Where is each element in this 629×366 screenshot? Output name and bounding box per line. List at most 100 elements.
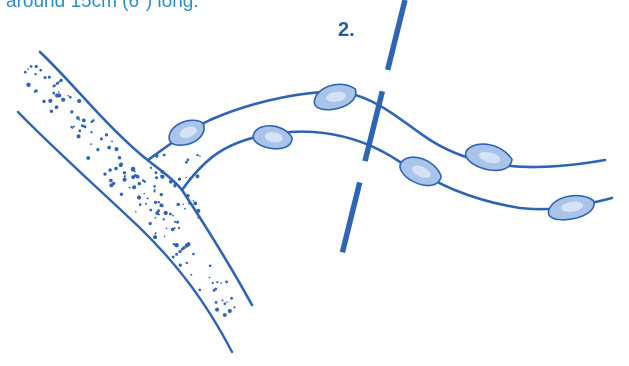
speckle-dot	[179, 264, 182, 267]
speckle-dot	[77, 99, 81, 103]
speckle-dot	[183, 204, 185, 206]
speckle-dot	[39, 69, 42, 72]
speckle-dot	[157, 209, 160, 212]
speckle-dot	[56, 83, 58, 85]
speckle-dot	[189, 178, 192, 181]
cell-5	[463, 139, 514, 175]
speckle-dot	[172, 215, 174, 217]
speckle-dot	[224, 302, 227, 305]
speckle-dot	[186, 194, 190, 198]
speckle-dot	[199, 289, 202, 292]
speckle-dot	[24, 71, 27, 74]
speckle-dot	[149, 209, 152, 212]
speckle-dot	[196, 154, 198, 156]
speckle-dot	[58, 91, 60, 93]
speckle-dot	[114, 167, 118, 171]
speckle-dot	[73, 126, 75, 128]
speckle-dot	[115, 147, 119, 151]
speckle-dot	[233, 306, 235, 308]
branch-lower-wall	[182, 132, 612, 210]
speckle-dot	[155, 232, 157, 234]
main-vessel-upper-wall	[40, 52, 252, 305]
speckle-dot	[120, 193, 123, 196]
speckle-dot	[222, 299, 224, 301]
speckle-dot	[228, 310, 230, 312]
speckle-dot	[154, 189, 156, 191]
speckle-dot	[103, 173, 106, 176]
speckle-dot	[70, 126, 72, 128]
speckle-dot	[149, 222, 152, 225]
speckle-dot	[185, 177, 187, 179]
speckle-dot	[123, 178, 127, 182]
speckle-dot	[57, 94, 61, 98]
speckle-dot	[131, 175, 135, 179]
speckle-dot	[161, 175, 165, 179]
main-vessel-lower-wall	[18, 112, 232, 352]
branch-upper-wall	[148, 92, 605, 167]
speckle-dot	[68, 95, 70, 97]
speckle-dot	[135, 211, 137, 213]
speckle-dot	[177, 203, 180, 206]
speckle-dot	[118, 156, 121, 159]
speckle-dot	[212, 282, 214, 284]
speckle-dot	[100, 137, 103, 140]
speckle-dot	[69, 96, 72, 99]
speckle-dot	[155, 176, 158, 179]
speckle-dot	[196, 174, 200, 178]
speckle-dot	[160, 204, 163, 207]
speckle-dot	[52, 86, 54, 88]
speckle-dot	[164, 236, 166, 238]
speckle-dot	[225, 281, 228, 284]
speckle-dot	[193, 202, 197, 206]
speckle-dot	[132, 185, 136, 189]
speckle-dot	[216, 281, 218, 283]
cell-6	[546, 193, 595, 222]
speckle-dot	[154, 201, 157, 204]
speckle-dot	[77, 134, 81, 138]
speckle-dot	[190, 274, 192, 276]
speckle-dot	[137, 195, 141, 199]
speckle-dot	[220, 282, 222, 284]
speckle-dot	[181, 248, 184, 251]
speckle-dot	[187, 158, 190, 161]
speckle-dot	[169, 213, 171, 215]
speckle-dot	[155, 154, 159, 158]
speckle-dot	[124, 175, 126, 177]
speckle-dot	[90, 143, 92, 145]
speckle-dot	[145, 203, 147, 205]
cell-3	[252, 123, 294, 152]
speckle-dot	[153, 190, 155, 192]
speckle-dot	[26, 83, 30, 87]
speckle-dot	[150, 167, 152, 169]
speckle-dot	[172, 256, 175, 259]
speckle-dot	[76, 116, 80, 120]
speckle-dot	[155, 171, 158, 174]
speckle-dot	[178, 227, 180, 229]
speckle-dot	[30, 65, 33, 68]
speckle-dot	[178, 178, 181, 181]
speckle-dot	[48, 99, 52, 103]
speckle-dot	[34, 91, 36, 93]
speckle-dot	[70, 110, 73, 113]
speckle-dot	[169, 180, 173, 184]
cell-4	[396, 151, 445, 191]
speckle-dot	[42, 100, 45, 103]
speckle-dot	[35, 65, 38, 68]
speckle-dot	[123, 171, 126, 174]
cell-2	[312, 82, 358, 112]
speckle-dot	[119, 163, 123, 167]
speckle-dot	[138, 182, 141, 185]
speckle-dot	[163, 154, 166, 157]
speckle-dot	[59, 80, 61, 82]
speckle-dot	[174, 243, 178, 247]
speckle-dot	[226, 301, 228, 303]
speckle-dot	[223, 313, 227, 317]
speckle-dot	[185, 161, 188, 164]
cut-line-dashed	[340, 0, 405, 262]
speckle-dot	[131, 167, 135, 171]
speckle-dot	[27, 68, 29, 70]
speckle-dot	[193, 200, 195, 202]
speckle-dot	[160, 170, 164, 174]
speckle-dot	[142, 179, 145, 182]
